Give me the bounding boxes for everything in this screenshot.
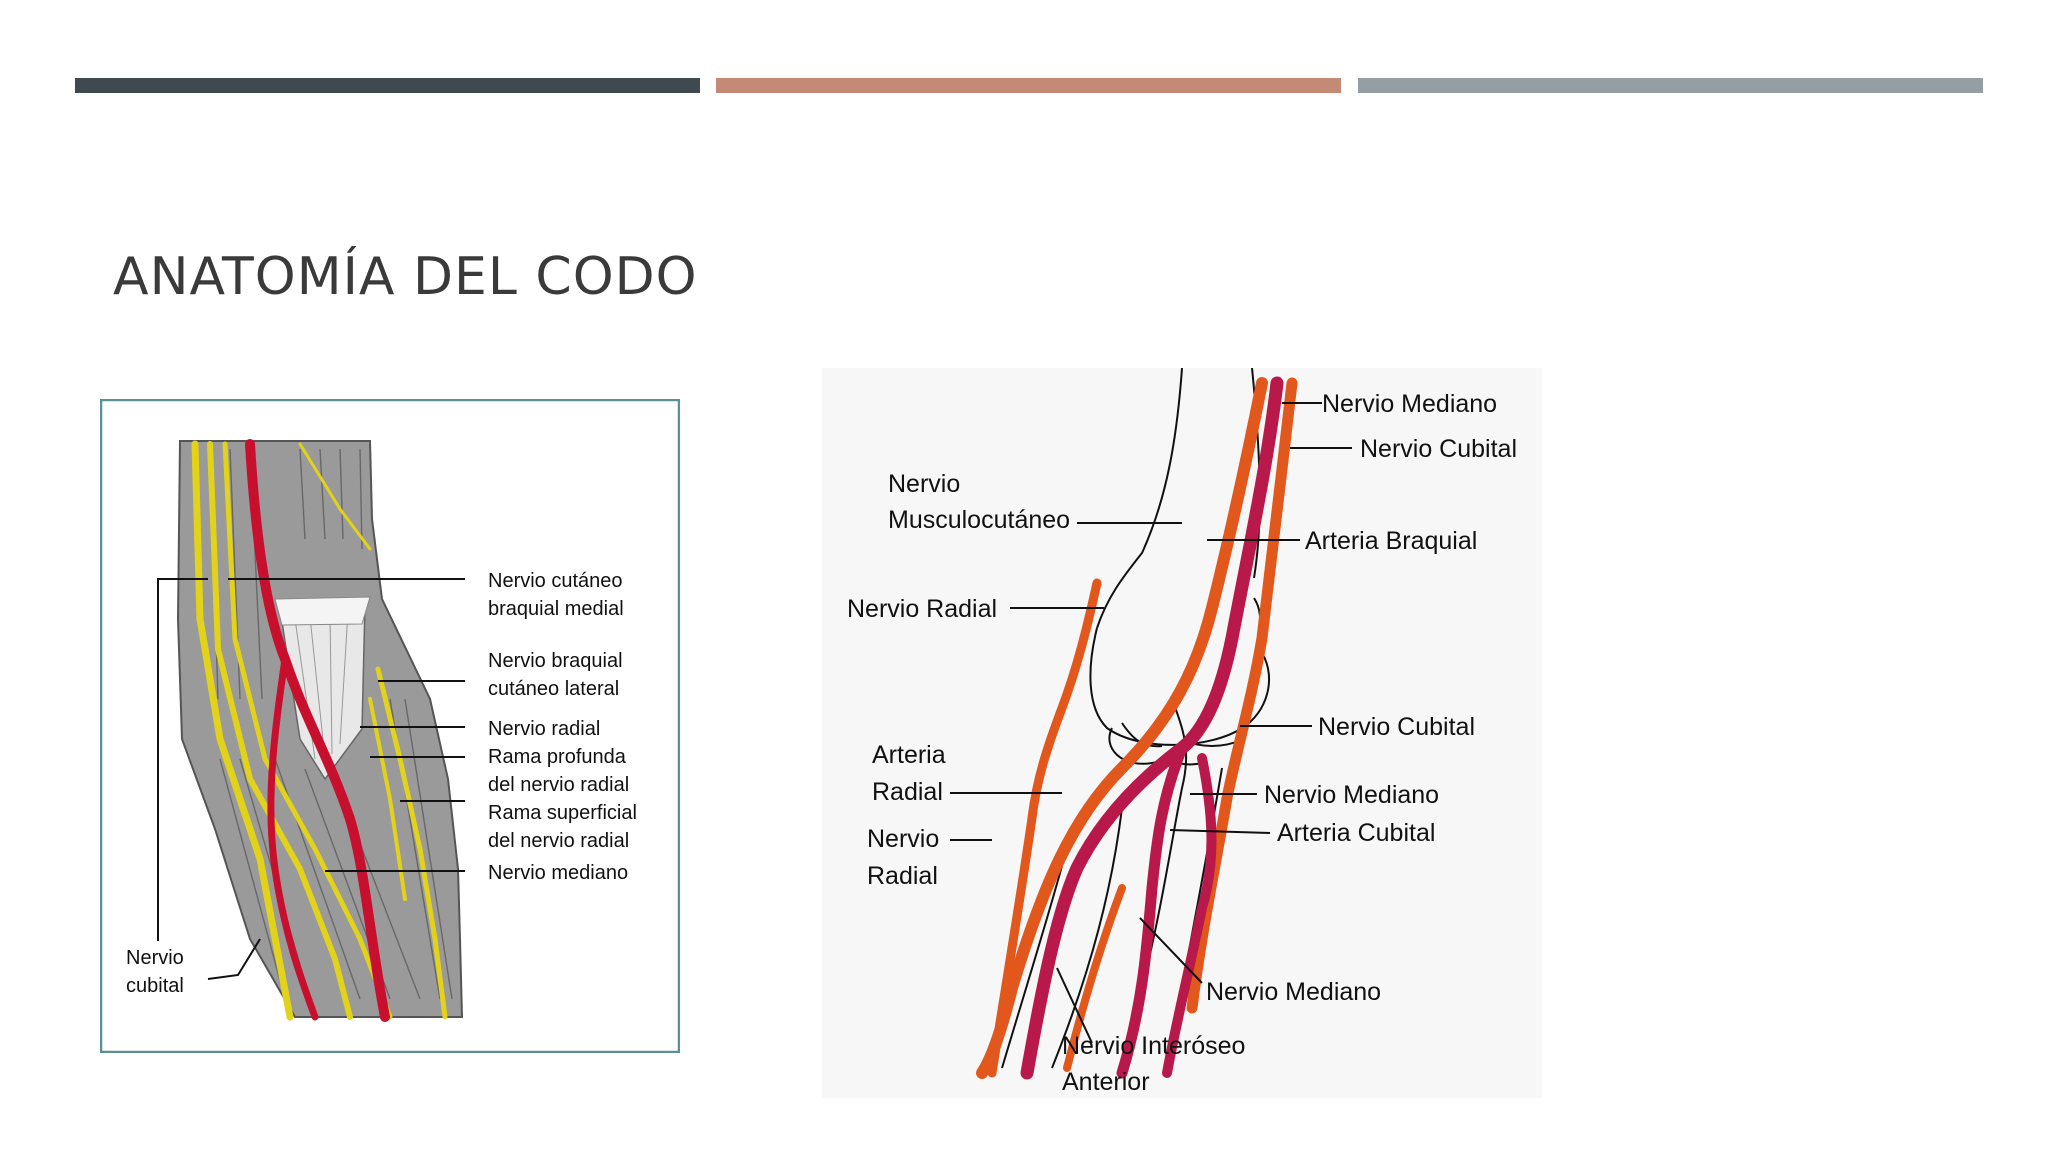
label-nervio-radial: Nervio radial	[488, 718, 600, 740]
label-nervio-cubital-mid: Nervio Cubital	[1318, 713, 1475, 741]
label-nervio-cubital: Nervio	[126, 947, 184, 969]
header-bar-terracotta	[716, 78, 1341, 93]
label-rama-superficial-2: del nervio radial	[488, 830, 629, 852]
label-arteria-radial: Arteria	[872, 741, 946, 769]
elbow-nerves-illustration: Nervio cutáneo braquial medial Nervio br…	[99, 398, 681, 1054]
label-nervio-radial-top: Nervio Radial	[847, 595, 997, 623]
label-nervio-cubital-2: cubital	[126, 975, 184, 997]
label-arteria-cubital: Arteria Cubital	[1277, 819, 1435, 847]
label-nervio-braquial-cutaneo-lateral: Nervio braquial	[488, 650, 623, 672]
label-arteria-radial-2: Radial	[872, 778, 943, 806]
label-nervio-cutaneo-braquial-medial-2: braquial medial	[488, 598, 624, 620]
label-nervio-braquial-cutaneo-lateral-2: cutáneo lateral	[488, 678, 619, 700]
label-rama-profunda: Rama profunda	[488, 746, 627, 768]
header-bar-gray	[1358, 78, 1983, 93]
arm-illustration	[176, 439, 464, 1022]
label-rama-profunda-2: del nervio radial	[488, 774, 629, 796]
label-nervio-interoseo-anterior-2: Anterior	[1062, 1068, 1150, 1096]
label-nervio-cubital-top: Nervio Cubital	[1360, 435, 1517, 463]
label-nervio-radial-low-2: Radial	[867, 862, 938, 890]
elbow-vessels-diagram: Nervio Mediano Nervio Cubital Nervio Mus…	[822, 367, 1542, 1098]
label-nervio-cutaneo-braquial-medial: Nervio cutáneo	[488, 570, 623, 592]
label-nervio-mediano: Nervio mediano	[488, 862, 628, 884]
label-nervio-mediano-low: Nervio Mediano	[1206, 978, 1381, 1006]
label-nervio-interoseo-anterior: Nervio Interóseo	[1062, 1032, 1245, 1060]
slide-title: ANATOMÍA DEL CODO	[113, 247, 698, 307]
label-nervio-musculocutaneo-2: Musculocutáneo	[888, 506, 1070, 534]
label-nervio-mediano-mid: Nervio Mediano	[1264, 781, 1439, 809]
label-nervio-radial-low: Nervio	[867, 825, 939, 853]
label-arteria-braquial: Arteria Braquial	[1305, 527, 1477, 555]
label-rama-superficial: Rama superficial	[488, 802, 637, 824]
label-nervio-mediano-top: Nervio Mediano	[1322, 390, 1497, 418]
label-nervio-musculocutaneo: Nervio	[888, 470, 960, 498]
header-bar-dark	[75, 78, 700, 93]
